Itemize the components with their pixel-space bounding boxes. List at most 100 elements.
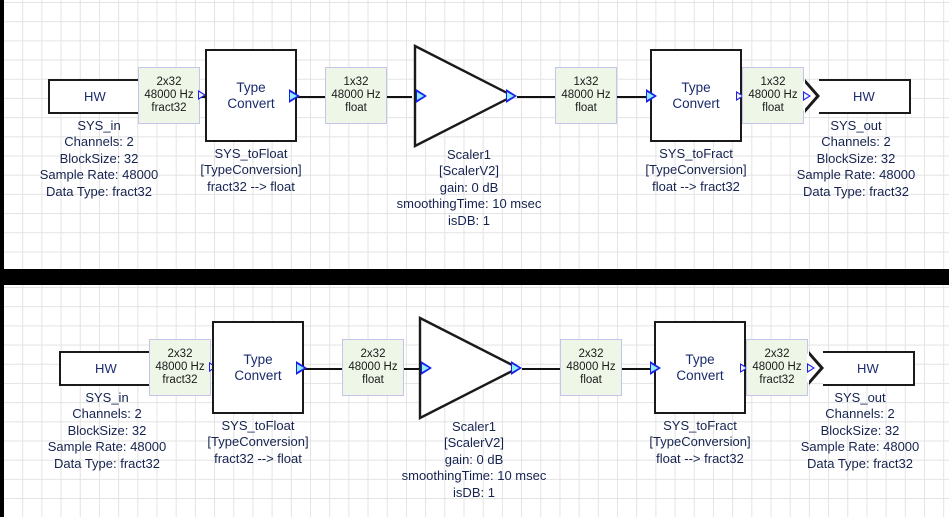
block-title-line2: Convert <box>234 367 282 383</box>
caption-sys-out: SYS_out Channels: 2 BlockSize: 32 Sample… <box>765 390 949 472</box>
signal-dtype: fract32 <box>759 374 795 387</box>
block-title-line1: Type <box>685 352 715 368</box>
block-type: [ScalerV2] <box>444 435 504 451</box>
signal-rate: 48000 Hz <box>155 360 205 373</box>
node-sys-in[interactable]: HW <box>59 351 196 386</box>
sys-out-prop-3: Data Type: fract32 <box>807 455 913 471</box>
block-name: SYS_toFloat <box>221 418 295 433</box>
node-sys-tofract[interactable]: Type Convert <box>646 49 744 142</box>
signal-chip-body[interactable]: 2x32 48000 Hz fract32 <box>138 67 200 124</box>
hw-sink-label: HW <box>852 89 876 104</box>
wire-b3 <box>404 368 424 370</box>
hw-sink-body[interactable]: HW <box>819 79 911 114</box>
output-port-icon[interactable] <box>296 361 307 375</box>
sys-in-prop-0: Channels: 2 <box>72 406 142 422</box>
sys-out-prop-2: Sample Rate: 48000 <box>800 439 920 455</box>
sys-in-name: SYS_in <box>77 118 121 133</box>
sys-in-prop-0: Channels: 2 <box>64 134 134 150</box>
block-prop-1: smoothingTime: 10 msec <box>396 196 542 212</box>
sys-in-name: SYS_in <box>85 390 129 405</box>
signal-rate: 48000 Hz <box>566 360 616 373</box>
node-scaler1[interactable] <box>412 43 517 149</box>
signal-rate: 48000 Hz <box>748 88 798 101</box>
output-port-icon[interactable] <box>289 89 300 103</box>
signal-chip-body[interactable]: 1x32 48000 Hz float <box>555 67 617 124</box>
signal-rate: 48000 Hz <box>331 88 381 101</box>
scaler-triangle-icon[interactable] <box>412 43 516 149</box>
left-edge-band <box>0 0 4 517</box>
input-port-icon[interactable] <box>421 361 432 375</box>
signal-chip-2[interactable]: 1x32 48000 Hz float <box>325 67 387 124</box>
node-sys-tofloat[interactable]: Type Convert <box>212 321 307 414</box>
node-sys-out[interactable]: HW <box>803 79 911 114</box>
sys-in-prop-3: Data Type: fract32 <box>46 183 152 199</box>
input-port-icon[interactable] <box>198 90 206 100</box>
signal-chip-1[interactable]: 2x32 48000 Hz fract32 <box>138 67 206 124</box>
output-port-icon[interactable] <box>506 89 517 103</box>
signal-chip-body[interactable]: 1x32 48000 Hz float <box>325 67 387 124</box>
signal-chip-1[interactable]: 2x32 48000 Hz fract32 <box>149 339 217 396</box>
block-title-line2: Convert <box>227 95 275 111</box>
input-port-icon[interactable] <box>650 361 661 375</box>
signal-chip-body[interactable]: 1x32 48000 Hz float <box>742 67 804 124</box>
signal-chip-body[interactable]: 2x32 48000 Hz float <box>560 339 622 396</box>
node-sys-tofract[interactable]: Type Convert <box>650 321 748 414</box>
signal-chip-2[interactable]: 2x32 48000 Hz float <box>342 339 404 396</box>
wire-t5 <box>617 96 650 98</box>
input-port-icon[interactable] <box>807 363 815 373</box>
block-prop-0: gain: 0 dB <box>439 179 499 195</box>
block-title-line1: Type <box>681 80 711 96</box>
type-convert-body[interactable]: Type Convert <box>212 321 304 414</box>
input-port-icon[interactable] <box>416 89 427 103</box>
output-port-icon[interactable] <box>736 91 744 101</box>
output-port-icon[interactable] <box>511 361 522 375</box>
block-type: [TypeConversion] <box>200 162 302 178</box>
canvas-bottom[interactable]: HW SYS_in Channels: 2 BlockSize: 32 Samp… <box>4 285 949 517</box>
input-port-icon[interactable] <box>646 89 657 103</box>
block-title-line2: Convert <box>676 367 724 383</box>
caption-sys-tofract: SYS_toFract [TypeConversion] float --> f… <box>605 418 795 467</box>
sys-out-prop-0: Channels: 2 <box>821 134 891 150</box>
type-convert-body[interactable]: Type Convert <box>654 321 746 414</box>
block-name: Scaler1 <box>451 419 497 434</box>
wire-b4 <box>522 368 560 370</box>
hw-source-label: HW <box>94 361 118 376</box>
block-detail: fract32 --> float <box>214 450 302 466</box>
node-sys-in[interactable]: HW <box>48 79 185 114</box>
signal-dims: 1x32 <box>573 75 599 88</box>
signal-dims: 2x32 <box>578 347 604 360</box>
node-sys-out[interactable]: HW <box>807 351 915 386</box>
output-port-icon[interactable] <box>740 363 748 373</box>
node-scaler1[interactable] <box>417 315 522 421</box>
caption-sys-tofloat: SYS_toFloat [TypeConversion] fract32 -->… <box>156 146 346 195</box>
caption-sys-in: SYS_in Channels: 2 BlockSize: 32 Sample … <box>4 118 194 200</box>
sys-out-name: SYS_out <box>834 390 886 405</box>
signal-chip-body[interactable]: 2x32 48000 Hz fract32 <box>746 339 808 396</box>
signal-chip-body[interactable]: 2x32 48000 Hz float <box>342 339 404 396</box>
node-sys-tofloat[interactable]: Type Convert <box>205 49 300 142</box>
separator-band <box>0 269 949 285</box>
hw-source-body[interactable]: HW <box>48 79 140 114</box>
sys-in-prop-3: Data Type: fract32 <box>54 455 160 471</box>
signal-chip-4[interactable]: 2x32 48000 Hz fract32 <box>746 339 808 396</box>
signal-chip-body[interactable]: 2x32 48000 Hz fract32 <box>149 339 211 396</box>
caption-sys-tofloat: SYS_toFloat [TypeConversion] fract32 -->… <box>163 418 353 467</box>
block-detail: float --> fract32 <box>656 450 744 466</box>
hw-sink-body[interactable]: HW <box>823 351 915 386</box>
type-convert-body[interactable]: Type Convert <box>650 49 742 142</box>
canvas-top[interactable]: HW SYS_in Channels: 2 BlockSize: 32 Samp… <box>4 0 949 269</box>
sys-in-prop-1: BlockSize: 32 <box>67 422 147 438</box>
signal-chip-4[interactable]: 1x32 48000 Hz float <box>742 67 804 124</box>
scaler-triangle-icon[interactable] <box>417 315 521 421</box>
block-name: SYS_toFloat <box>214 146 288 161</box>
hw-source-body[interactable]: HW <box>59 351 151 386</box>
block-title-line1: Type <box>236 80 266 96</box>
sys-out-prop-2: Sample Rate: 48000 <box>796 167 916 183</box>
signal-chip-3[interactable]: 1x32 48000 Hz float <box>555 67 617 124</box>
input-port-icon[interactable] <box>803 91 811 101</box>
sys-out-name: SYS_out <box>830 118 882 133</box>
caption-sys-in: SYS_in Channels: 2 BlockSize: 32 Sample … <box>12 390 202 472</box>
signal-chip-3[interactable]: 2x32 48000 Hz float <box>560 339 622 396</box>
type-convert-body[interactable]: Type Convert <box>205 49 297 142</box>
signal-dims: 2x32 <box>764 347 790 360</box>
